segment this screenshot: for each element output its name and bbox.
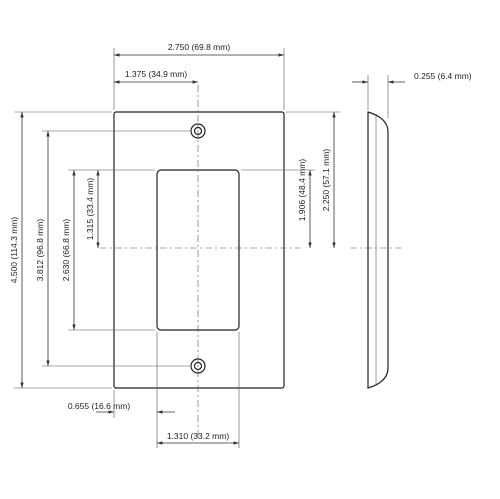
side-view [350, 111, 405, 389]
label-opening-half-height: 1.315 (33.4 mm) [85, 178, 95, 241]
label-opening-height: 2.630 (66.8 mm) [61, 219, 71, 282]
dimension-lines [20, 53, 405, 445]
plate-outline [113, 111, 285, 389]
label-overall-height: 4.500 (114.3 mm) [9, 217, 19, 284]
label-hole-offset: 1.375 (34.9 mm) [125, 69, 188, 79]
dimension-labels: 2.750 (69.8 mm) 1.375 (34.9 mm) 0.255 (6… [9, 42, 472, 441]
label-opening-left-offset: 0.655 (16.6 mm) [68, 401, 131, 411]
side-profile [367, 111, 389, 389]
label-opening-width: 1.310 (33.2 mm) [167, 431, 230, 441]
label-hole-spacing: 3.812 (96.8 mm) [35, 219, 45, 282]
label-thickness: 0.255 (6.4 mm) [414, 71, 472, 81]
label-plate-center-y: 2.250 (57.1 mm) [321, 149, 331, 212]
front-view [100, 85, 300, 440]
label-opening-center-y: 1.906 (48.4 mm) [297, 159, 307, 222]
label-overall-width: 2.750 (69.8 mm) [168, 42, 231, 52]
